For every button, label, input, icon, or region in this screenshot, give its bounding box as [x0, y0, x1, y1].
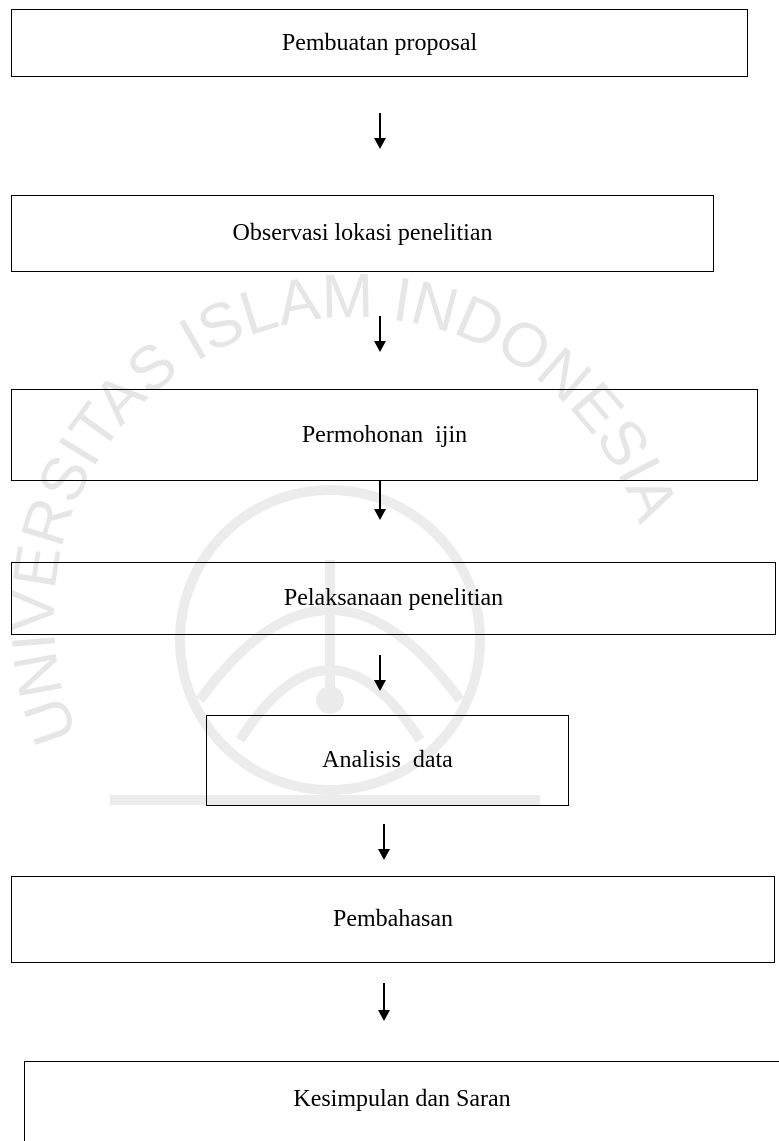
step-label-permohonan: Permohonan ijin [301, 421, 468, 448]
step-box-proposal: Pembuatan proposal [11, 9, 748, 77]
arrow-down-icon [374, 316, 386, 352]
arrow-down-icon [378, 983, 390, 1021]
step-label-analisis: Analisis data [322, 747, 453, 773]
step-box-observasi: Observasi lokasi penelitian [11, 195, 714, 272]
step-label-kesimpulan: Kesimpulan dan Saran [293, 1086, 511, 1112]
step-box-kesimpulan: Kesimpulan dan Saran [24, 1061, 779, 1141]
step-label-pembahasan: Pembahasan [333, 906, 453, 932]
step-label-proposal: Pembuatan proposal [281, 29, 478, 56]
step-box-pembahasan: Pembahasan [11, 876, 775, 963]
arrow-down-icon [374, 481, 386, 520]
step-label-pelaksanaan: Pelaksanaan penelitian [283, 585, 504, 611]
arrow-down-icon [378, 824, 390, 860]
step-box-pelaksanaan: Pelaksanaan penelitian [11, 562, 776, 635]
step-label-observasi: Observasi lokasi penelitian [232, 220, 493, 246]
arrow-down-icon [374, 655, 386, 691]
arrow-down-icon [374, 113, 386, 149]
watermark-arc-text: UNIVERSITAS ISLAM INDONESIA [0, 262, 692, 754]
step-box-permohonan: Permohonan ijin [11, 389, 758, 481]
step-box-analisis: Analisis data [206, 715, 569, 806]
